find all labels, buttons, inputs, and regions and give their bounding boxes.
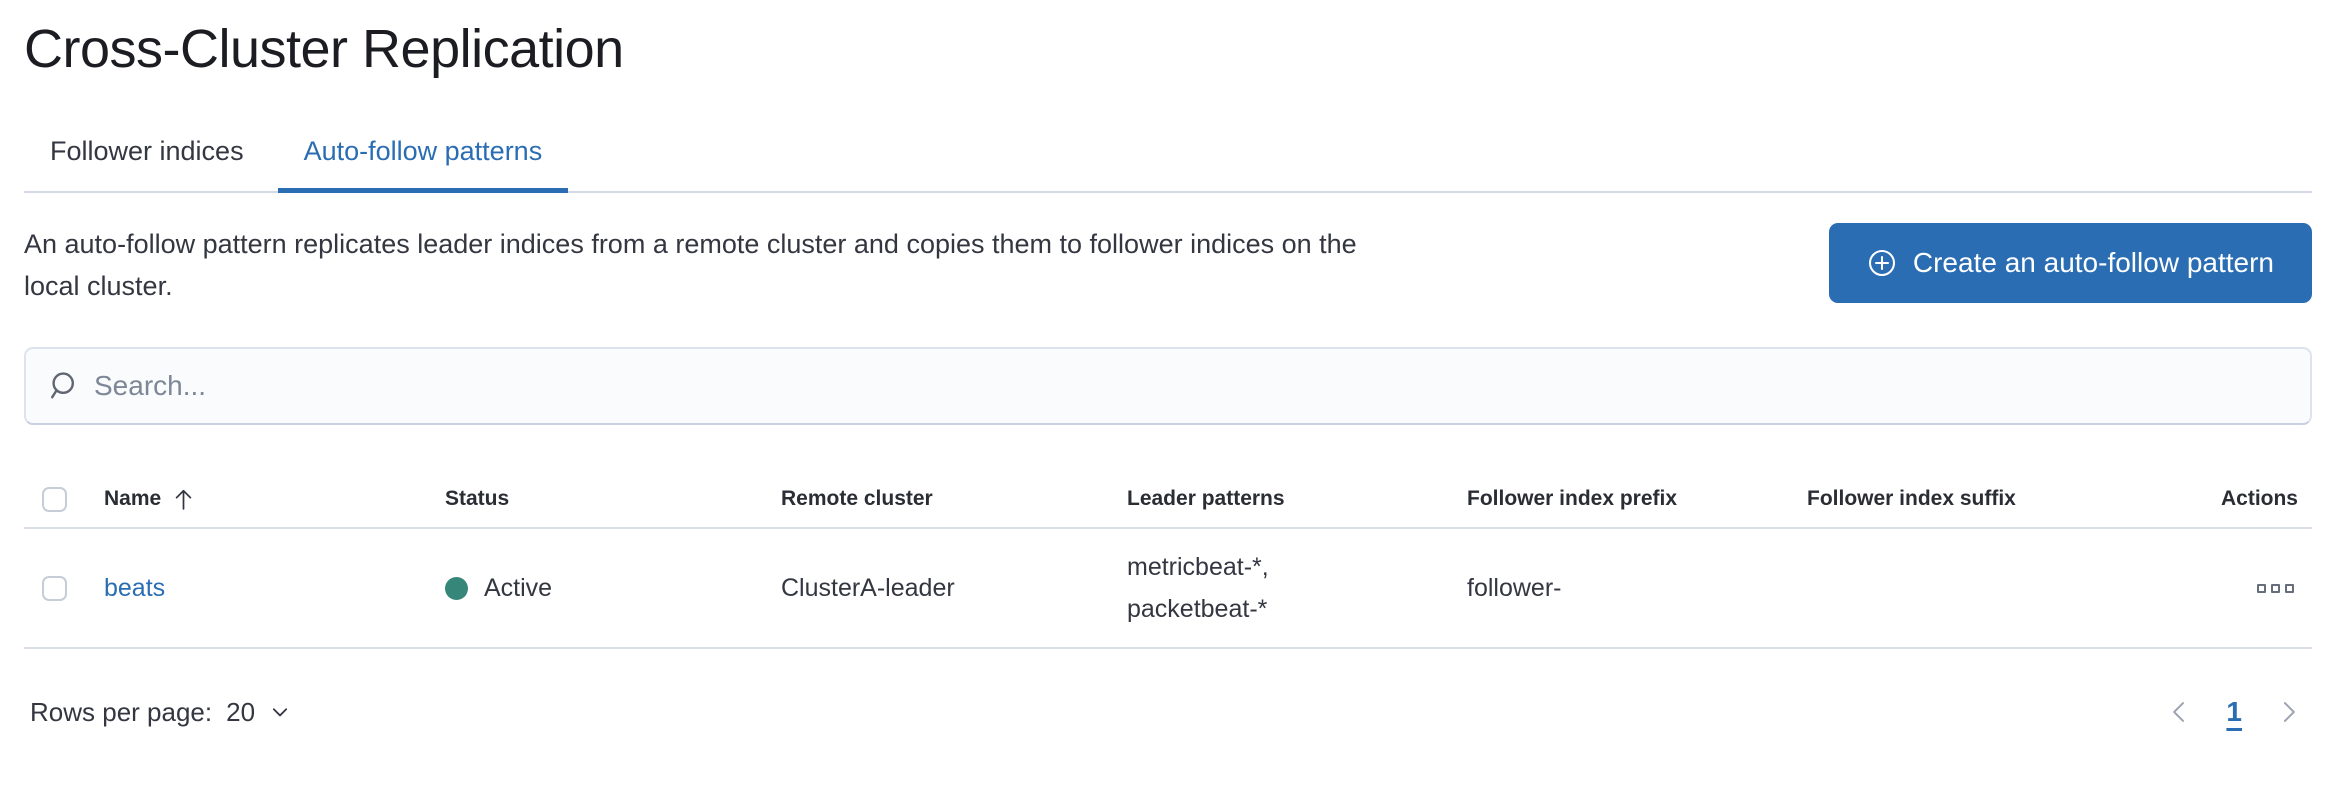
rows-per-page-value: 20 xyxy=(226,696,256,727)
chevron-left-icon xyxy=(2166,699,2192,725)
pattern-name-link[interactable]: beats xyxy=(104,573,166,602)
previous-page-button[interactable] xyxy=(2162,695,2196,729)
tab-auto-follow-patterns[interactable]: Auto-follow patterns xyxy=(277,118,569,193)
leader-patterns-cell: metricbeat-*, packetbeat-* xyxy=(1119,546,1459,630)
row-checkbox[interactable] xyxy=(42,575,67,601)
follower-index-prefix-value: follower- xyxy=(1467,573,1562,602)
chevron-right-icon xyxy=(2276,699,2302,725)
column-header-leader-patterns: Leader patterns xyxy=(1119,487,1459,511)
follower-index-prefix-cell: follower- xyxy=(1459,574,1799,603)
status-cell: Active xyxy=(437,574,773,603)
table-row: beats Active ClusterA-leader metricbeat-… xyxy=(24,529,2312,649)
create-auto-follow-pattern-button[interactable]: Create an auto-follow pattern xyxy=(1828,223,2312,303)
remote-cluster-cell: ClusterA-leader xyxy=(773,574,1119,603)
rows-per-page-selector[interactable]: Rows per page: 20 xyxy=(30,697,291,728)
pagination: 1 xyxy=(2162,695,2306,729)
description-line-1: An auto-follow pattern replicates leader… xyxy=(24,229,1357,259)
search-input[interactable] xyxy=(94,370,2290,402)
row-actions-cell xyxy=(2139,580,2312,597)
column-header-name[interactable]: Name xyxy=(96,487,437,512)
header-checkbox-cell xyxy=(24,486,96,512)
column-header-leader-patterns-label: Leader patterns xyxy=(1127,487,1285,510)
page-description: An auto-follow pattern replicates leader… xyxy=(24,223,1357,307)
create-button-label: Create an auto-follow pattern xyxy=(1912,247,2274,278)
tab-auto-follow-patterns-label: Auto-follow patterns xyxy=(303,136,543,166)
chevron-down-icon xyxy=(269,701,291,723)
status-label: Active xyxy=(484,573,553,602)
description-line-2: local cluster. xyxy=(24,271,173,301)
search-icon xyxy=(46,370,78,402)
sort-ascending-icon xyxy=(171,487,196,512)
tab-follower-indices[interactable]: Follower indices xyxy=(24,118,270,191)
column-header-actions-label: Actions xyxy=(2220,487,2298,510)
row-actions-menu-icon[interactable] xyxy=(2253,580,2298,597)
rows-per-page-label: Rows per page: xyxy=(30,696,213,727)
leader-pattern-line-2: packetbeat-* xyxy=(1127,595,1268,623)
column-header-actions: Actions xyxy=(2139,487,2312,511)
tab-follower-indices-label: Follower indices xyxy=(50,136,244,166)
table-footer: Rows per page: 20 1 xyxy=(24,695,2312,729)
column-header-follower-index-prefix: Follower index prefix xyxy=(1459,487,1799,511)
search-bar[interactable] xyxy=(24,347,2312,425)
column-header-remote-cluster: Remote cluster xyxy=(773,487,1119,511)
column-header-follower-index-suffix-label: Follower index suffix xyxy=(1807,487,2016,510)
page-number-1[interactable]: 1 xyxy=(2226,696,2242,727)
auto-follow-patterns-table: Name Status Remote cluster Leader patter… xyxy=(24,471,2312,649)
page-title: Cross-Cluster Replication xyxy=(24,19,624,79)
column-header-name-label: Name xyxy=(104,487,162,510)
column-header-follower-index-prefix-label: Follower index prefix xyxy=(1467,487,1678,510)
pattern-name-cell: beats xyxy=(96,574,437,603)
row-checkbox-cell xyxy=(24,575,96,601)
tabs: Follower indices Auto-follow patterns xyxy=(24,118,2312,193)
ccr-page: Cross-Cluster Replication Follower indic… xyxy=(24,19,2312,729)
remote-cluster-value: ClusterA-leader xyxy=(781,573,955,602)
table-header-row: Name Status Remote cluster Leader patter… xyxy=(24,471,2312,529)
select-all-checkbox[interactable] xyxy=(42,486,67,512)
leader-pattern-line-1: metricbeat-*, xyxy=(1127,553,1269,581)
column-header-remote-cluster-label: Remote cluster xyxy=(781,487,933,510)
column-header-follower-index-suffix: Follower index suffix xyxy=(1799,487,2139,511)
intro-section: An auto-follow pattern replicates leader… xyxy=(24,223,2312,307)
column-header-status-label: Status xyxy=(445,487,510,510)
plus-in-circle-icon xyxy=(1867,248,1897,278)
next-page-button[interactable] xyxy=(2272,695,2306,729)
status-active-dot-icon xyxy=(445,576,468,600)
column-header-status: Status xyxy=(437,487,773,511)
